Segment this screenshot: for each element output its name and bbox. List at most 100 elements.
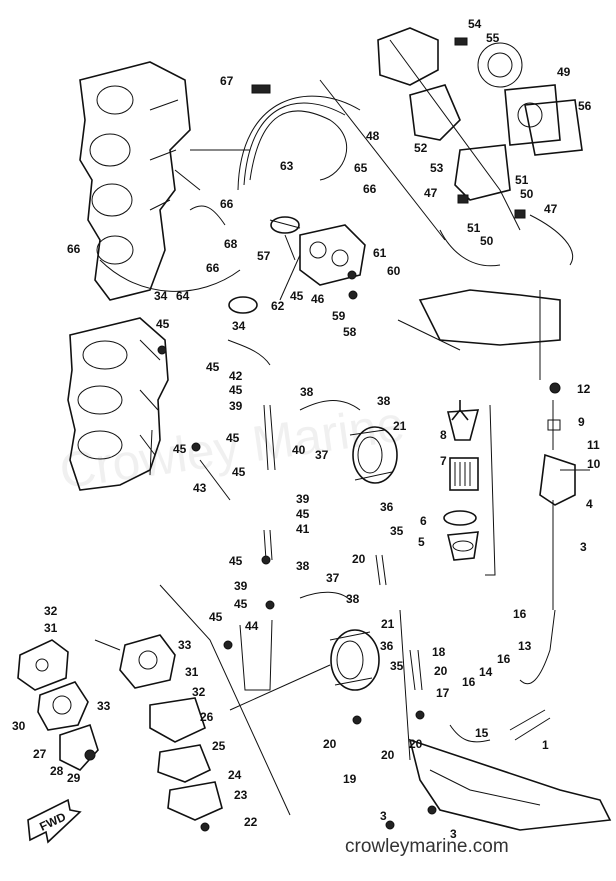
callout-45: 45 <box>229 554 243 568</box>
callout-18: 18 <box>432 645 446 659</box>
callout-19: 19 <box>343 772 357 786</box>
callout-1: 1 <box>542 738 549 752</box>
callout-38: 38 <box>300 385 314 399</box>
callout-34: 34 <box>154 289 168 303</box>
callout-31: 31 <box>185 665 199 679</box>
callout-45: 45 <box>234 597 248 611</box>
callout-45: 45 <box>232 465 246 479</box>
callout-53: 53 <box>430 161 444 175</box>
callout-7: 7 <box>440 454 447 468</box>
callout-55: 55 <box>486 31 500 45</box>
callout-38: 38 <box>296 559 310 573</box>
callout-49: 49 <box>557 65 571 79</box>
callout-38: 38 <box>346 592 360 606</box>
callout-45: 45 <box>206 360 220 374</box>
callout-36: 36 <box>380 639 394 653</box>
callout-30: 30 <box>12 719 26 733</box>
callout-17: 17 <box>436 686 450 700</box>
callout-52: 52 <box>414 141 428 155</box>
callout-20: 20 <box>352 552 366 566</box>
callout-27: 27 <box>33 747 47 761</box>
callout-61: 61 <box>373 246 387 260</box>
callout-14: 14 <box>479 665 493 679</box>
callout-20: 20 <box>409 737 423 751</box>
callout-45: 45 <box>226 431 240 445</box>
callout-13: 13 <box>518 639 532 653</box>
callout-45: 45 <box>209 610 223 624</box>
callout-38: 38 <box>377 394 391 408</box>
callout-47: 47 <box>544 202 558 216</box>
callout-16: 16 <box>462 675 476 689</box>
callout-23: 23 <box>234 788 248 802</box>
fuel-hoses-middle <box>199 339 556 743</box>
callout-51: 51 <box>515 173 529 187</box>
callout-56: 56 <box>578 99 592 113</box>
callout-20: 20 <box>434 664 448 678</box>
fasteners <box>157 84 561 830</box>
footer-brand: crowleymarine.com <box>345 836 509 857</box>
callout-45: 45 <box>229 383 243 397</box>
callout-45: 45 <box>156 317 170 331</box>
callout-33: 33 <box>178 638 192 652</box>
callout-36: 36 <box>380 500 394 514</box>
callout-45: 45 <box>296 507 310 521</box>
callout-31: 31 <box>44 621 58 635</box>
callout-9: 9 <box>578 415 585 429</box>
callout-11: 11 <box>587 438 600 452</box>
callout-59: 59 <box>332 309 346 323</box>
cylinder-block-upper <box>79 61 191 301</box>
callout-21: 21 <box>393 419 407 433</box>
cylinder-block-lower <box>67 317 169 491</box>
callout-3: 3 <box>380 809 387 823</box>
callout-60: 60 <box>387 264 401 278</box>
callout-64: 64 <box>176 289 190 303</box>
callout-28: 28 <box>50 764 64 778</box>
callout-43: 43 <box>193 481 207 495</box>
callout-40: 40 <box>292 443 306 457</box>
callout-63: 63 <box>280 159 294 173</box>
callout-26: 26 <box>200 710 214 724</box>
callout-24: 24 <box>228 768 242 782</box>
callout-68: 68 <box>224 237 238 251</box>
callout-16: 16 <box>513 607 527 621</box>
callout-51: 51 <box>467 221 481 235</box>
fwd-arrow: FWD <box>27 798 82 844</box>
callout-50: 50 <box>520 187 534 201</box>
callout-39: 39 <box>234 579 248 593</box>
callout-62: 62 <box>271 299 285 313</box>
callout-45: 45 <box>173 442 187 456</box>
callout-57: 57 <box>257 249 271 263</box>
fuel-pump-carb-unit <box>228 216 366 314</box>
callout-10: 10 <box>587 457 601 471</box>
callout-39: 39 <box>229 399 243 413</box>
callout-48: 48 <box>366 129 380 143</box>
callout-3: 3 <box>450 827 457 841</box>
callout-67: 67 <box>220 74 234 88</box>
callout-46: 46 <box>311 292 325 306</box>
callout-35: 35 <box>390 659 404 673</box>
vapor-separator-assembly <box>377 27 583 267</box>
callout-32: 32 <box>192 685 206 699</box>
callout-45: 45 <box>290 289 304 303</box>
leader-lines <box>94 39 521 816</box>
fuel-filter-assembly <box>443 400 480 561</box>
callout-20: 20 <box>381 748 395 762</box>
callout-42: 42 <box>229 369 243 383</box>
callout-3: 3 <box>580 540 587 554</box>
callout-22: 22 <box>244 815 258 829</box>
callout-29: 29 <box>67 771 81 785</box>
callout-37: 37 <box>315 448 329 462</box>
callout-66: 66 <box>67 242 81 256</box>
callout-50: 50 <box>480 234 494 248</box>
lower-mount-bracket <box>408 289 612 831</box>
callout-16: 16 <box>497 652 511 666</box>
callout-44: 44 <box>245 619 259 633</box>
callout-54: 54 <box>468 17 482 31</box>
callout-66: 66 <box>220 197 234 211</box>
callout-6: 6 <box>420 514 427 528</box>
callout-4: 4 <box>586 497 593 511</box>
callout-15: 15 <box>475 726 489 740</box>
callout-41: 41 <box>296 522 310 536</box>
